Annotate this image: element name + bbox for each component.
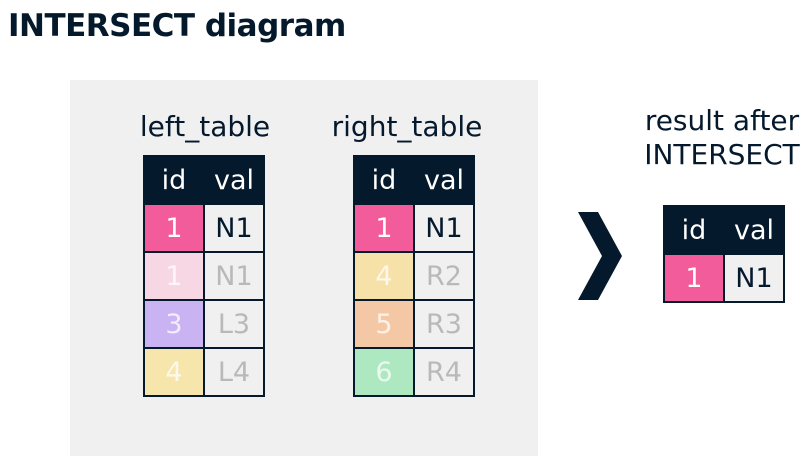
right-table-val-cell: R3	[413, 299, 475, 349]
result-table: id val 1 N1	[663, 205, 785, 303]
left-table-id-cell: 1	[143, 251, 205, 301]
result-caption-line2: INTERSECT	[644, 138, 800, 171]
right-table-header-row: id val	[353, 155, 475, 205]
right-table-id-cell: 5	[353, 299, 415, 349]
left-table-row: 1 N1	[143, 203, 265, 253]
left-table-header-id: id	[143, 155, 205, 205]
left-table-row: 1 N1	[143, 251, 265, 301]
left-table-val-cell: L4	[203, 347, 265, 397]
left-table-header-row: id val	[143, 155, 265, 205]
result-table-row: 1 N1	[663, 253, 785, 303]
result-table-header-val: val	[723, 205, 785, 255]
left-table-header-val: val	[203, 155, 265, 205]
result-table-header-row: id val	[663, 205, 785, 255]
right-table-id-cell: 4	[353, 251, 415, 301]
left-table-id-cell: 4	[143, 347, 205, 397]
right-table-id-cell: 1	[353, 203, 415, 253]
left-table-id-cell: 3	[143, 299, 205, 349]
left-table-row: 3 L3	[143, 299, 265, 349]
result-table-val-cell: N1	[723, 253, 785, 303]
left-table-val-cell: N1	[203, 251, 265, 301]
left-table-caption: left_table	[139, 110, 271, 143]
right-table-row: 4 R2	[353, 251, 475, 301]
right-table-val-cell: N1	[413, 203, 475, 253]
right-table-header-id: id	[353, 155, 415, 205]
right-table-val-cell: R4	[413, 347, 475, 397]
right-table-id-cell: 6	[353, 347, 415, 397]
result-table-id-cell: 1	[663, 253, 725, 303]
page-title: INTERSECT diagram	[8, 8, 346, 44]
right-table: id val 1 N1 4 R2 5 R3 6 R4	[353, 155, 475, 397]
chevron-right-icon	[578, 212, 622, 300]
result-caption: result after INTERSECT	[632, 104, 811, 172]
right-table-row: 6 R4	[353, 347, 475, 397]
result-table-header-id: id	[663, 205, 725, 255]
right-table-val-cell: R2	[413, 251, 475, 301]
right-table-caption: right_table	[331, 110, 483, 143]
right-table-row: 5 R3	[353, 299, 475, 349]
right-table-row: 1 N1	[353, 203, 475, 253]
left-table-val-cell: L3	[203, 299, 265, 349]
left-table-id-cell: 1	[143, 203, 205, 253]
left-table-val-cell: N1	[203, 203, 265, 253]
left-table: id val 1 N1 1 N1 3 L3 4 L4	[143, 155, 265, 397]
result-caption-line1: result after	[644, 104, 800, 137]
left-table-row: 4 L4	[143, 347, 265, 397]
right-table-header-val: val	[413, 155, 475, 205]
